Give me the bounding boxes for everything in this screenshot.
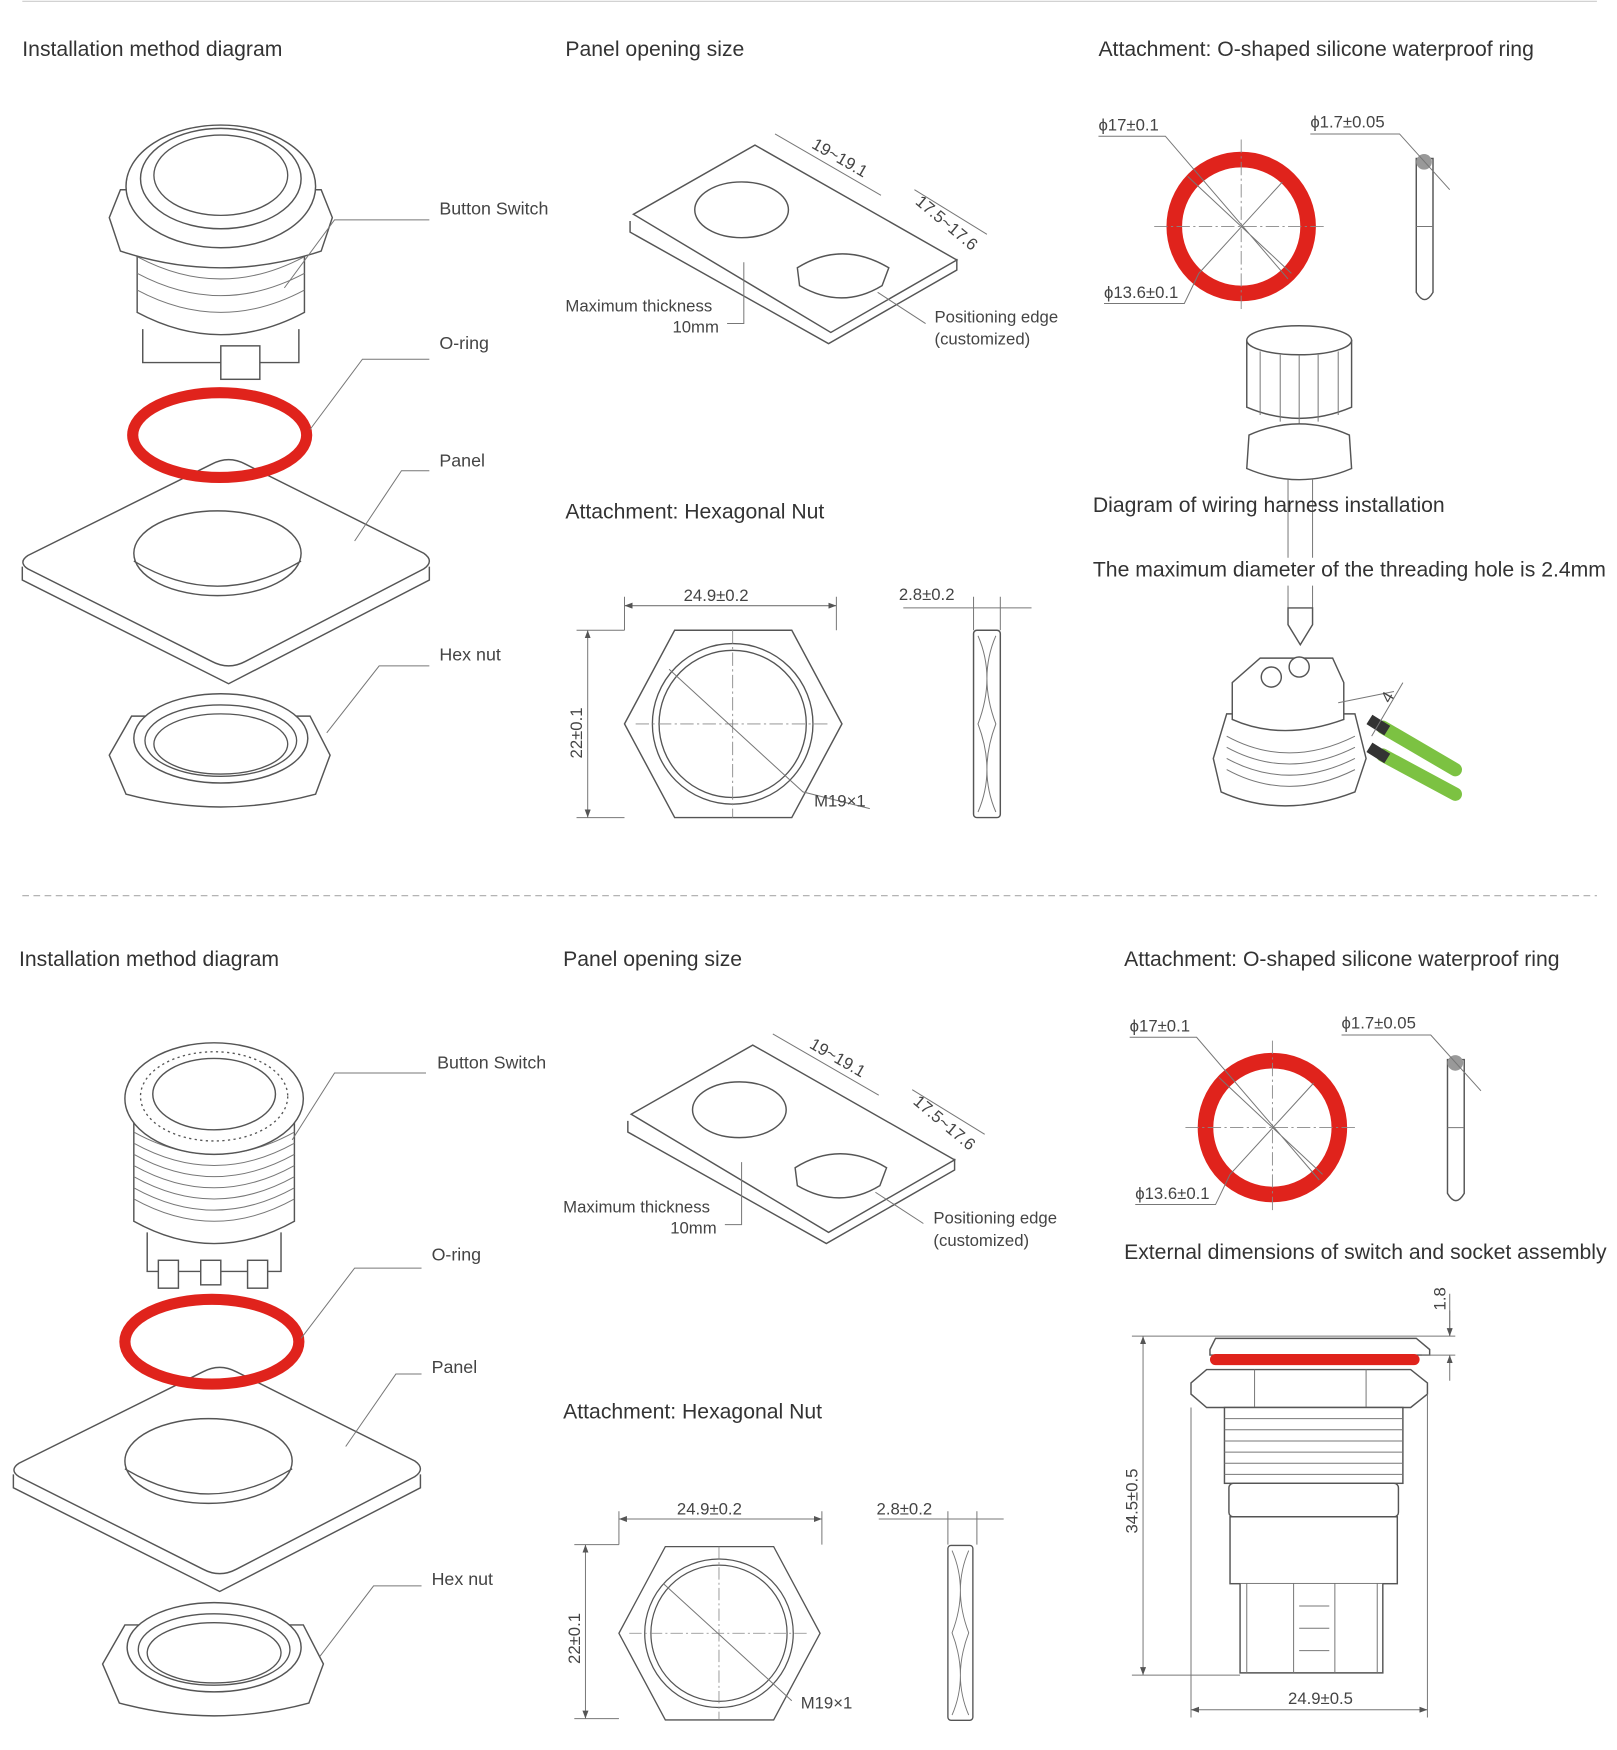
assembly-height-dim: 34.5±0.5 [1122, 1469, 1141, 1534]
wiring-note: The maximum diameter of the threading ho… [1093, 559, 1606, 582]
oring-inner-dim: ϕ13.6±0.1 [1104, 283, 1178, 302]
label-button-switch: Button Switch [437, 1052, 546, 1072]
hex-thickness: 2.8±0.2 [877, 1500, 933, 1519]
assembly-lip-dim: 1.8 [1430, 1287, 1449, 1310]
assembly-dimension-drawing [1131, 1293, 1456, 1718]
section-2: Installation method diagram Panel openin… [12, 948, 1607, 1721]
button-switch-drawing [124, 1042, 305, 1289]
oring-title: Attachment: O-shaped silicone waterproof… [1098, 38, 1533, 61]
hex-nut-front-drawing [623, 629, 843, 819]
oring-section-dim: ϕ1.7±0.05 [1342, 1013, 1416, 1032]
label-button-switch: Button Switch [439, 198, 548, 218]
hex-width: 24.9±0.2 [684, 586, 749, 605]
oring-outer-dim: ϕ17±0.1 [1098, 116, 1158, 135]
hex-nut-title: Attachment: Hexagonal Nut [565, 501, 824, 524]
dim-round-hole: 19~19.1 [807, 1034, 869, 1081]
assembly-title: External dimensions of switch and socket… [1124, 1241, 1607, 1264]
edge-label: Positioning edge [935, 307, 1059, 326]
panel-drawing [21, 458, 431, 685]
thickness-value: 10mm [670, 1219, 716, 1238]
oring-inner-dim: ϕ13.6±0.1 [1135, 1184, 1209, 1203]
button-switch-drawing [108, 124, 334, 381]
hex-height: 22±0.1 [567, 707, 586, 758]
hex-height: 22±0.1 [565, 1613, 584, 1664]
thickness-value: 10mm [672, 317, 718, 336]
wiring-tool-drawing [1212, 325, 1462, 807]
panel-opening-title: Panel opening size [565, 38, 744, 61]
hex-thread: M19×1 [814, 791, 866, 810]
oring-outer-dim: ϕ17±0.1 [1130, 1017, 1190, 1036]
assembly-width-dim: 24.9±0.5 [1288, 1689, 1353, 1708]
dim-round-hole: 19~19.1 [809, 134, 871, 181]
wire-strip-length: 4 [1377, 688, 1398, 706]
oring-title: Attachment: O-shaped silicone waterproof… [1124, 948, 1559, 971]
hex-nut-front-drawing [618, 1545, 821, 1721]
hex-width: 24.9±0.2 [677, 1500, 742, 1519]
hex-thread: M19×1 [801, 1694, 853, 1713]
hex-nut-iso-drawing [101, 1601, 325, 1717]
label-o-ring: O-ring [439, 333, 489, 353]
thickness-label: Maximum thickness [565, 296, 712, 315]
hex-nut-title: Attachment: Hexagonal Nut [563, 1401, 822, 1424]
panel-opening-title: Panel opening size [563, 948, 742, 971]
oring-section-dim: ϕ1.7±0.05 [1310, 112, 1384, 131]
section-1: Installation method diagram Panel openin… [21, 38, 1606, 819]
panel-drawing [12, 1366, 422, 1593]
install-title: Installation method diagram [22, 38, 282, 61]
hex-nut-side-drawing [972, 629, 1002, 819]
label-hex-nut: Hex nut [432, 1569, 493, 1589]
o-ring-drawing [127, 387, 313, 484]
label-o-ring: O-ring [432, 1244, 482, 1264]
label-panel: Panel [432, 1357, 478, 1377]
install-title: Installation method diagram [19, 948, 279, 971]
edge-note: (customized) [933, 1231, 1029, 1250]
edge-label: Positioning edge [933, 1208, 1057, 1227]
label-panel: Panel [439, 450, 485, 470]
oring-dimension-drawing [1129, 1034, 1482, 1214]
label-hex-nut: Hex nut [439, 644, 500, 664]
hex-nut-side-drawing [947, 1544, 974, 1721]
o-ring-drawing [119, 1293, 305, 1390]
oring-dimension-drawing [1098, 133, 1451, 313]
edge-note: (customized) [935, 330, 1031, 349]
hex-nut-iso-drawing [108, 693, 331, 808]
thickness-label: Maximum thickness [563, 1197, 710, 1216]
hex-thickness: 2.8±0.2 [899, 585, 955, 604]
wiring-title: Diagram of wiring harness installation [1093, 494, 1445, 517]
